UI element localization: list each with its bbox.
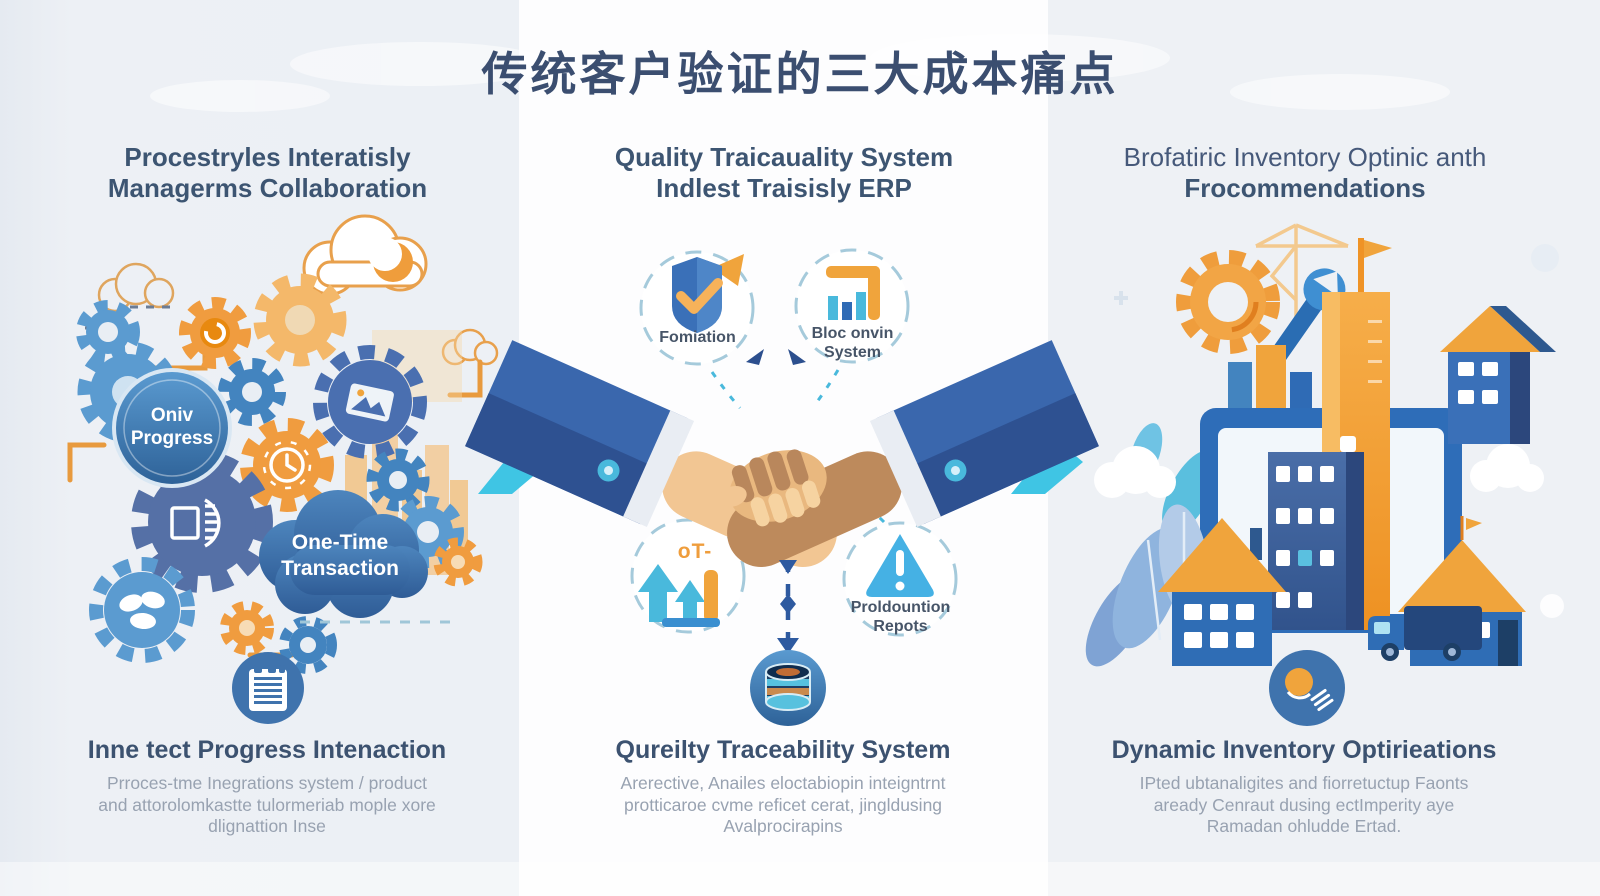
caption-title: Inne tect Progress Intenaction (87, 736, 447, 764)
column-header-middle: Quality Traicauality System Indlest Trai… (534, 142, 1034, 204)
header-line: Managerms Collaboration (107, 173, 428, 203)
caption-line: protticaroe cvme reficet cerat, jingldus… (623, 794, 943, 815)
column-header-left: Procestryles Interatisly Managerms Colla… (30, 142, 505, 204)
header-line: Indlest Traisisly ERP (656, 173, 912, 203)
caption-line: Avalprocirapins (723, 816, 843, 836)
column-header-right: Brofatiric Inventory Optinic anth Frocom… (1060, 142, 1550, 204)
caption-line: dlignattion Inse (208, 816, 326, 836)
bubble-line: Oniv (150, 405, 194, 426)
caption-line: and attorolomkastte tulormeriab mople xo… (98, 794, 436, 815)
badge-line: Proldountion (850, 599, 951, 616)
bubble-line: Transaction (281, 557, 399, 580)
header-line: Brofatiric Inventory Optinic anth (1123, 142, 1487, 172)
caption-middle: Qureilty Traceability System Arerective,… (548, 736, 1018, 838)
caption-line: Prroces-tme Inegrations system / product (107, 773, 427, 793)
badge-block-system-label: Bloc onvin System (795, 324, 910, 362)
caption-line: aready Cenraut dusing ectImperity aye (1153, 794, 1455, 815)
caption-line: Ramadan ohludde Ertad. (1206, 816, 1402, 836)
badge-formation-label: Fomiation (659, 329, 736, 346)
header-line: Quality Traicauality System (614, 142, 954, 172)
caption-line: Arerective, Anailes eloctabiopin inteign… (620, 773, 946, 793)
header-line: Frocommendations (1184, 173, 1426, 203)
page-title: 传统客户验证的三大成本痛点 (481, 48, 1119, 100)
caption-left: Inne tect Progress Intenaction Prroces-t… (36, 736, 498, 838)
badge-line: Bloc onvin (811, 325, 894, 342)
growth-text: oT- (677, 540, 713, 563)
caption-right: Dynamic Inventory Optirieations IPted ub… (1068, 736, 1540, 838)
transaction-bubble-label: One-Time Transaction (255, 530, 425, 582)
badge-line: System (824, 344, 881, 361)
caption-title: Qureilty Traceability System (615, 736, 951, 764)
bubble-line: Progress (130, 428, 214, 449)
caption-line: IPted ubtanaligites and fiorretuctup Fao… (1139, 773, 1469, 793)
badge-warning-label: Proldountion Repots (843, 598, 958, 636)
caption-title: Dynamic Inventory Optirieations (1111, 736, 1497, 764)
bubble-line: One-Time (291, 531, 389, 554)
header-line: Procestryles Interatisly (124, 142, 411, 172)
badge-line: Repots (873, 618, 928, 635)
progress-bubble-label: Oniv Progress (112, 404, 232, 450)
